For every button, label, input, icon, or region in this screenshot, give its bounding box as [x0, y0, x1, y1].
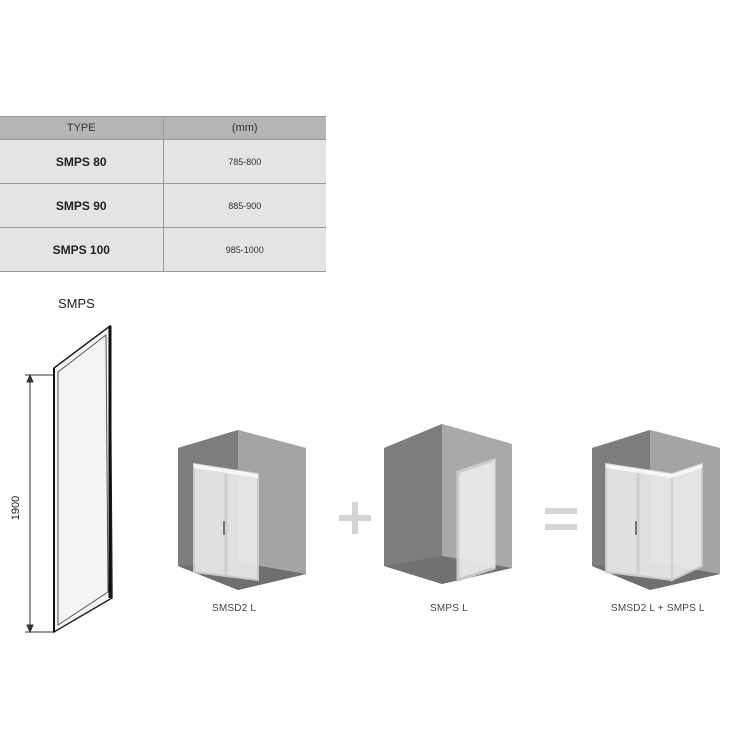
table-row: SMPS 90 885-900 — [0, 183, 326, 228]
header-type: TYPE — [0, 116, 164, 140]
caption-smsd2-l: SMSD2 L — [212, 603, 257, 614]
caption-smps-l: SMPS L — [430, 603, 468, 614]
dimension-table: TYPE (mm) SMPS 80 785-800 SMPS 90 885-90… — [0, 116, 326, 272]
range-cell: 985-1000 — [162, 227, 326, 272]
range-cell: 885-900 — [162, 183, 326, 228]
height-dimension — [25, 373, 54, 634]
table-row: SMPS 80 785-800 — [0, 139, 326, 184]
range-cell: 785-800 — [162, 139, 326, 184]
side-panel — [53, 324, 113, 634]
table-row: SMPS 100 985-1000 — [0, 227, 326, 272]
type-cell: SMPS 80 — [0, 139, 164, 184]
panel-title: SMPS — [58, 296, 95, 311]
table-header-row: TYPE (mm) — [0, 116, 326, 140]
type-cell: SMPS 90 — [0, 183, 164, 228]
equals-sign — [545, 508, 577, 530]
header-mm: (mm) — [162, 116, 326, 140]
panel-drawing: 1900 — [10, 324, 113, 634]
height-label: 1900 — [10, 496, 22, 520]
plus-sign — [339, 502, 371, 534]
enclosure-combined — [592, 430, 720, 590]
enclosure-smps-l — [384, 424, 512, 584]
type-cell: SMPS 100 — [0, 227, 164, 272]
enclosure-smsd2-l — [178, 430, 306, 590]
caption-combined: SMSD2 L + SMPS L — [611, 603, 705, 614]
